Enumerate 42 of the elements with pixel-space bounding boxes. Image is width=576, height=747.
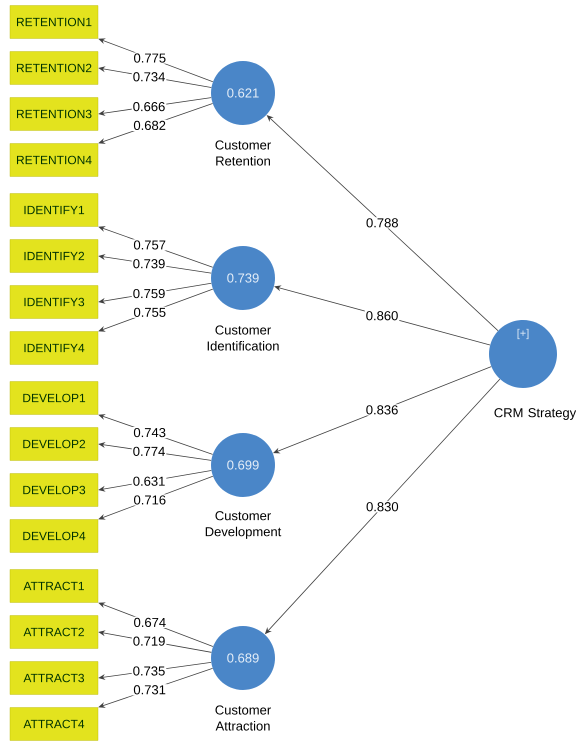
node-caption: Customer Attraction (215, 705, 271, 731)
indicator-box: ATTRACT3 (10, 661, 98, 695)
edge-label: 0.674 (132, 616, 168, 628)
node-caption: Customer Retention (215, 140, 271, 166)
indicator-box: RETENTION3 (10, 97, 98, 131)
edge-label: 0.739 (132, 258, 166, 270)
indicator-box: DEVELOP1 (10, 381, 98, 415)
indicator-box: IDENTIFY3 (10, 285, 98, 319)
node-caption: CRM Strategy (494, 408, 576, 420)
edge-label: 0.735 (132, 665, 166, 677)
edge-label: 0.743 (132, 426, 167, 438)
indicator-box: DEVELOP2 (10, 427, 98, 461)
indicator-box: IDENTIFY1 (10, 193, 98, 227)
edge-label: 0.788 (365, 217, 400, 228)
edge-label: 0.775 (132, 52, 168, 64)
edge-label: 0.759 (132, 288, 166, 300)
expand-marker: [+] (518, 328, 528, 340)
node-caption: Customer Identification (208, 325, 279, 351)
edge-label: 0.830 (365, 501, 400, 512)
indicator-box: DEVELOP3 (10, 473, 98, 507)
indicator-box: ATTRACT4 (10, 707, 98, 741)
edge-label: 0.682 (132, 120, 167, 132)
indicator-box: DEVELOP4 (10, 519, 98, 553)
edge-label: 0.774 (132, 446, 166, 457)
edge-label: 0.860 (364, 310, 400, 322)
indicator-box: ATTRACT2 (10, 615, 98, 649)
edge-label: 0.716 (132, 494, 168, 506)
edge-label: 0.631 (132, 476, 166, 487)
edge-label: 0.734 (132, 71, 166, 82)
edge-label: 0.731 (132, 684, 167, 696)
indicator-box: IDENTIFY2 (10, 239, 98, 273)
node-caption: Customer Development (206, 511, 282, 539)
indicator-box: RETENTION1 (10, 5, 98, 39)
edge-label: 0.836 (364, 404, 400, 416)
indicator-box: RETENTION4 (10, 143, 98, 177)
indicator-box: RETENTION2 (10, 51, 98, 85)
indicator-box: IDENTIFY4 (10, 331, 98, 365)
edge-label: 0.757 (132, 239, 167, 251)
edge-label: 0.755 (132, 306, 168, 318)
edge-label: 0.666 (132, 101, 166, 112)
edge-label: 0.719 (132, 636, 166, 647)
indicator-box: ATTRACT1 (10, 569, 98, 603)
